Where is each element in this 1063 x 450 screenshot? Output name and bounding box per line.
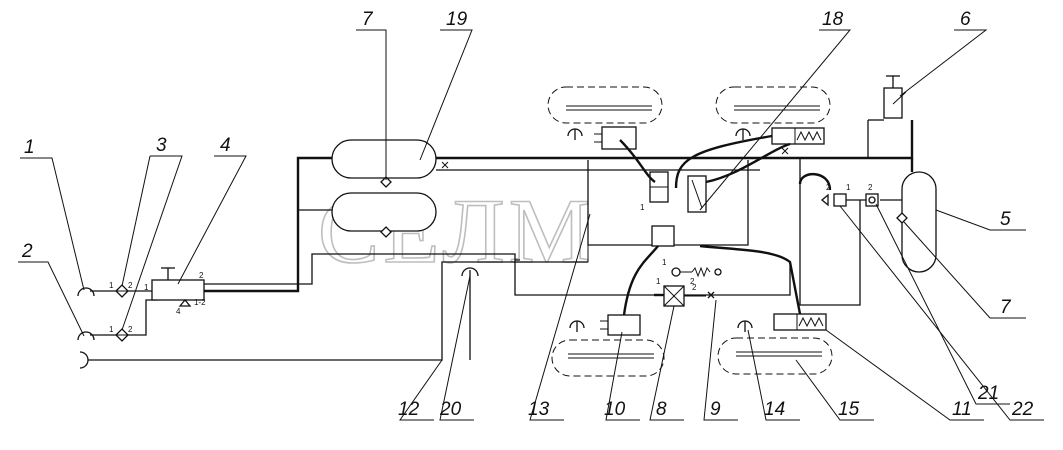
svg-text:1: 1 [656, 277, 661, 286]
label-2: 2 [21, 241, 33, 262]
label-10: 10 [604, 399, 626, 420]
wheel-front-right [715, 86, 831, 124]
label-22: 22 [1011, 399, 1034, 420]
label-9: 9 [710, 399, 721, 420]
svg-text:4: 4 [176, 307, 181, 316]
filter-3-bottom: 1 2 [109, 325, 133, 342]
valve-9 [707, 291, 715, 299]
label-6: 6 [960, 9, 971, 30]
wheel-sensor-rear-left [569, 320, 585, 332]
svg-text:2: 2 [128, 281, 133, 290]
svg-text:1: 1 [109, 325, 114, 334]
label-14: 14 [764, 399, 785, 420]
label-21: 21 [977, 383, 999, 404]
wheel-sensor-rear-right [737, 320, 753, 332]
label-19: 19 [446, 9, 468, 30]
cross-mark [441, 161, 449, 169]
valve-8: 1 2 [656, 277, 706, 307]
label-18: 18 [822, 9, 844, 30]
label-7-right: 7 [1000, 297, 1012, 318]
leader-lines [18, 29, 1044, 421]
wheel-front-left [547, 86, 663, 124]
wheel-sensor-front-right [735, 128, 751, 140]
label-13: 13 [528, 399, 550, 420]
brake-chamber-front-left [601, 126, 637, 150]
label-12: 12 [398, 399, 420, 420]
label-1: 1 [24, 137, 35, 158]
label-8: 8 [656, 399, 667, 420]
svg-text:2: 2 [868, 183, 873, 192]
label-3: 3 [156, 135, 167, 156]
svg-text:1: 1 [144, 283, 149, 292]
protection-valve-4: 1 2 4 1-2 [144, 267, 206, 316]
label-20: 20 [439, 399, 462, 420]
svg-text:2: 2 [128, 325, 133, 334]
port-label: 1 [640, 203, 645, 212]
label-15: 15 [838, 399, 860, 420]
label-5: 5 [1000, 209, 1011, 230]
check-valve-11: 2 1 [820, 183, 851, 207]
port-label: 2 [692, 283, 697, 292]
wheel-sensor-front-left [567, 128, 583, 140]
svg-text:1: 1 [846, 183, 851, 192]
svg-text:1: 1 [662, 258, 667, 267]
cross-mark [781, 147, 789, 155]
wheel-rear-left [551, 339, 665, 377]
coupling-head-20 [461, 267, 479, 277]
valve-6 [868, 75, 907, 121]
label-7-top: 7 [362, 9, 374, 30]
svg-text:2: 2 [826, 183, 831, 192]
spring-brake-chamber-front [771, 127, 825, 145]
svg-text:1: 1 [109, 281, 114, 290]
label-11: 11 [952, 399, 972, 420]
svg-text:1-2: 1-2 [194, 298, 206, 307]
svg-text:2: 2 [690, 277, 695, 286]
svg-text:2: 2 [199, 271, 204, 280]
air-tank-5 [896, 171, 937, 273]
pressure-regulator: 1 [662, 258, 722, 278]
valve-22: 2 [865, 183, 879, 207]
brake-chamber-10 [607, 314, 641, 336]
spring-brake-chamber-rear [773, 313, 827, 331]
coupling-head-2 [77, 331, 95, 341]
wheel-rear-right [717, 337, 833, 375]
coupling-head-1 [77, 287, 95, 297]
label-4: 4 [220, 135, 231, 156]
piping [88, 120, 914, 361]
filter-3-top: 1 2 [109, 281, 133, 298]
coupling-head-trailer [79, 351, 89, 369]
